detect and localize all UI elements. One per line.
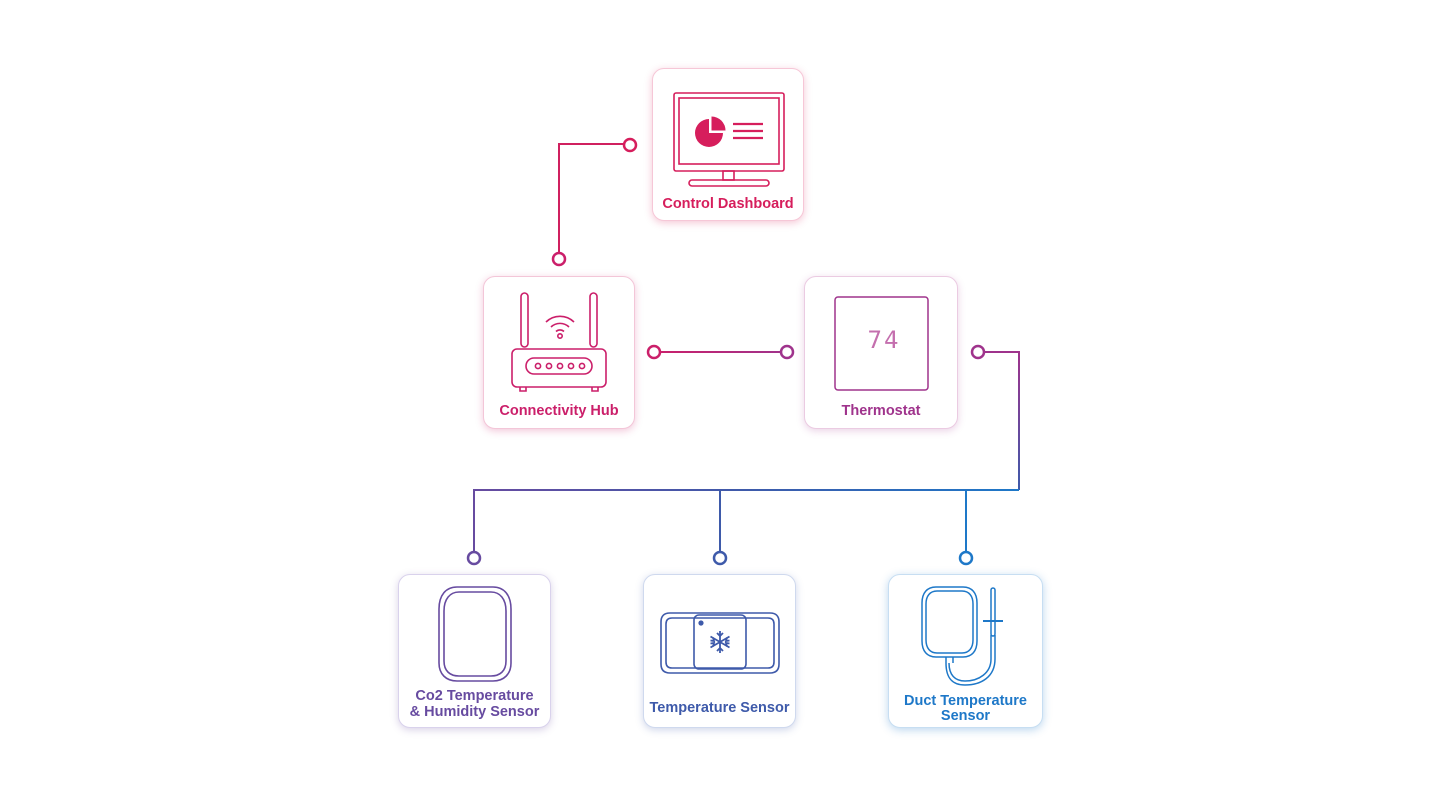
connector-dot (551, 251, 567, 267)
connector-dot (466, 550, 482, 566)
duct-sensor-label-line2: Sensor (940, 708, 991, 724)
dashboard-hub-link (551, 137, 638, 267)
sensor-icon (438, 586, 512, 682)
co2-sensor-label-line2: & Humidity Sensor (409, 704, 540, 720)
duct-temperature-sensor-card: Duct Temperature Sensor (888, 574, 1043, 728)
thermostat-label: Thermostat (841, 403, 921, 419)
co2-sensor-label-line1: Co2 Temperature (415, 688, 534, 704)
connector-dot (622, 137, 638, 153)
thermostat-sensor-bus (466, 344, 1020, 566)
duct-sensor-icon (921, 586, 1003, 686)
connector-dot (646, 344, 662, 360)
connector-dot (970, 344, 986, 360)
thermostat-card: 74 Thermostat (804, 276, 958, 429)
temperature-sensor-label: Temperature Sensor (649, 700, 790, 716)
hub-thermostat-link (646, 344, 795, 360)
connector-dot (712, 550, 728, 566)
router-icon (511, 292, 607, 392)
thermostat-display: 74 (867, 326, 901, 354)
connectivity-hub-label: Connectivity Hub (499, 403, 619, 419)
co2-sensor-card: Co2 Temperature & Humidity Sensor (398, 574, 551, 728)
control-dashboard-card: Control Dashboard (652, 68, 804, 221)
monitor-icon (673, 92, 785, 187)
control-dashboard-label: Control Dashboard (662, 196, 794, 212)
connector-dot (779, 344, 795, 360)
connectivity-hub-card: Connectivity Hub (483, 276, 635, 429)
duct-sensor-label-line1: Duct Temperature (903, 693, 1027, 709)
connector-dot (958, 550, 974, 566)
thermostat-icon (834, 296, 929, 391)
snowflake-icon (660, 612, 780, 674)
temperature-sensor-card: Temperature Sensor (643, 574, 796, 728)
